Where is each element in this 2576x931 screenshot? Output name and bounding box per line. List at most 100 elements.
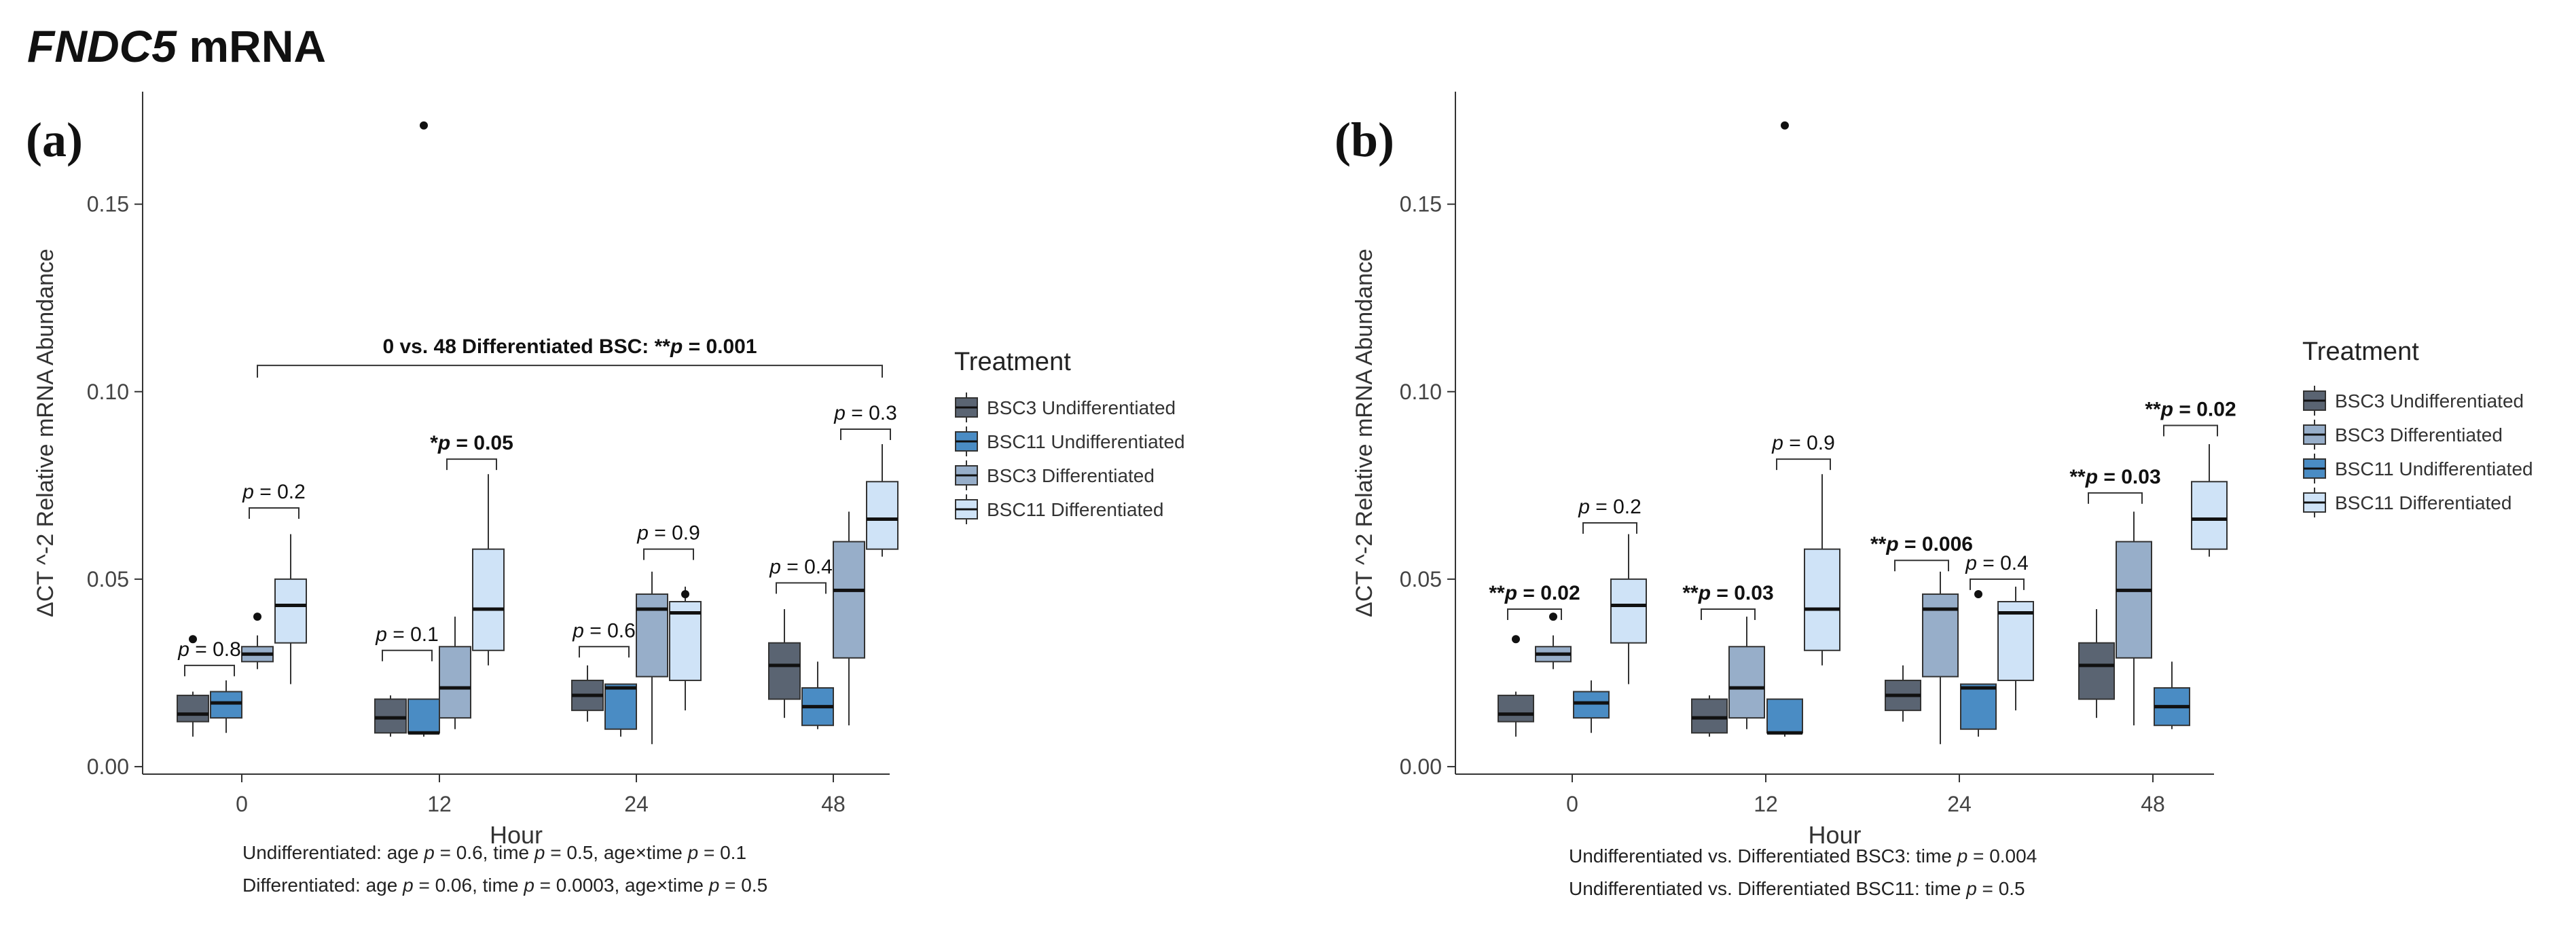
footnote-text: = 0.06, time <box>414 875 524 896</box>
box-plot <box>833 511 865 726</box>
box-body <box>1766 698 1803 734</box>
p-symbol: p <box>769 555 781 578</box>
gene-name: FNDC5 <box>27 21 177 71</box>
p-symbol: p <box>534 842 545 863</box>
x-tick-label: 48 <box>2141 792 2165 816</box>
footnote-text: = 0.6, time <box>435 842 534 863</box>
p-symbol: p <box>1698 582 1711 604</box>
comparison-bracket <box>1970 578 2025 590</box>
box-plot <box>636 571 668 744</box>
p-value: = 0.006 <box>1899 533 1973 555</box>
comparison-label: **p = 0.03 <box>1682 582 1773 604</box>
stats-footnote: Undifferentiated: age p = 0.6, time p = … <box>242 842 746 863</box>
y-tick-label: 0.10 <box>1400 380 1442 404</box>
comparison-label: p = 0.3 <box>833 402 897 424</box>
box-body <box>1997 600 2034 681</box>
footnote-text: = 0.5 <box>719 875 767 896</box>
legend-label: BSC11 Undifferentiated <box>987 431 1185 452</box>
box-plot <box>768 609 801 718</box>
box-body <box>177 695 209 723</box>
legend-key <box>2303 420 2326 450</box>
box-body <box>669 600 702 681</box>
box-plot <box>1728 617 1765 729</box>
p-symbol: p <box>2160 398 2173 420</box>
p-value: = 0.03 <box>1711 582 1774 604</box>
legend-label: BSC11 Differentiated <box>2335 492 2511 513</box>
box-body <box>2191 481 2228 550</box>
legend-label: BSC3 Differentiated <box>987 465 1155 486</box>
p-symbol: p <box>375 623 387 646</box>
comparison-bracket <box>382 649 433 661</box>
p-value: = 0.2 <box>1590 496 1641 518</box>
box-plot <box>1535 613 1572 670</box>
box-plot <box>1573 680 1610 733</box>
p-symbol: p <box>437 432 450 454</box>
comparison-label: p = 0.8 <box>177 638 241 661</box>
box-plot <box>801 661 834 729</box>
box-plot <box>1766 121 1803 737</box>
comparison-bracket <box>446 458 497 471</box>
title-suffix: mRNA <box>177 21 327 71</box>
panel-label: (b) <box>1335 113 1394 167</box>
x-tick-label: 12 <box>1754 792 1778 816</box>
box-body <box>1728 646 1765 719</box>
box-plot <box>604 683 637 737</box>
long-comparison-prefix: 0 vs. 48 Differentiated BSC: ** <box>382 335 670 358</box>
legend-label: BSC11 Undifferentiated <box>2335 458 2533 479</box>
x-tick-label: 24 <box>1947 792 1972 816</box>
y-axis-label: ΔCT ^-2 Relative mRNA Abundance <box>33 249 58 617</box>
comparison-label: p = 0.4 <box>769 555 833 578</box>
y-tick-label: 0.05 <box>87 567 129 591</box>
footnote-text: Undifferentiated vs. Differentiated BSC3… <box>1569 845 1957 866</box>
p-symbol: p <box>833 402 846 424</box>
legend-label: BSC3 Undifferentiated <box>987 397 1176 418</box>
y-tick-label: 0.00 <box>1400 754 1442 779</box>
p-value: = 0.05 <box>450 432 513 454</box>
p-symbol: p <box>2085 466 2098 488</box>
comparison-label: p = 0.2 <box>242 481 306 503</box>
comparison-label: *p = 0.05 <box>430 432 513 454</box>
x-tick-label: 48 <box>821 792 846 816</box>
x-axis-label: Hour <box>490 821 543 849</box>
p-value: = 0.4 <box>781 555 833 578</box>
box-body <box>866 481 899 550</box>
comparison-label: **p = 0.02 <box>1489 582 1580 604</box>
long-comparison-label: 0 vs. 48 Differentiated BSC: **p = 0.001 <box>382 335 757 358</box>
y-tick-label: 0.10 <box>87 380 129 404</box>
legend-title: Treatment <box>2302 337 2419 366</box>
comparison-label: p = 0.2 <box>1578 496 1641 518</box>
outlier-point <box>1512 635 1520 644</box>
y-tick-label: 0.15 <box>87 192 129 217</box>
outlier-point <box>681 589 689 598</box>
outlier-point <box>1974 589 1982 598</box>
significance-stars: ** <box>1489 582 1505 604</box>
comparison-bracket <box>1582 522 1637 534</box>
legend-label: BSC3 Undifferentiated <box>2335 390 2524 412</box>
box-body <box>1960 683 1997 730</box>
box-plot <box>2191 444 2228 557</box>
comparison-bracket <box>1894 560 1949 572</box>
box-plot <box>472 474 505 665</box>
box-plot <box>571 665 604 722</box>
p-symbol: p <box>242 481 254 503</box>
box-body <box>407 698 440 734</box>
box-plot <box>177 635 209 737</box>
comparison-bracket <box>2088 492 2143 504</box>
y-axis-label: ΔCT ^-2 Relative mRNA Abundance <box>1352 249 1377 617</box>
box-plot <box>1804 474 1840 665</box>
outlier-point <box>1549 613 1557 621</box>
box-plot <box>2078 609 2115 718</box>
p-symbol: p <box>1965 878 1977 899</box>
p-symbol: p <box>636 522 649 545</box>
p-symbol: p <box>572 619 584 642</box>
p-symbol: p <box>1965 552 1977 574</box>
box-plot <box>2116 511 2152 726</box>
comparison-bracket <box>1701 608 1756 621</box>
significance-stars: ** <box>2145 398 2161 420</box>
stats-footnote: Undifferentiated vs. Differentiated BSC3… <box>1569 845 2037 866</box>
p-value: = 0.2 <box>254 481 306 503</box>
comparison-bracket <box>579 646 630 658</box>
